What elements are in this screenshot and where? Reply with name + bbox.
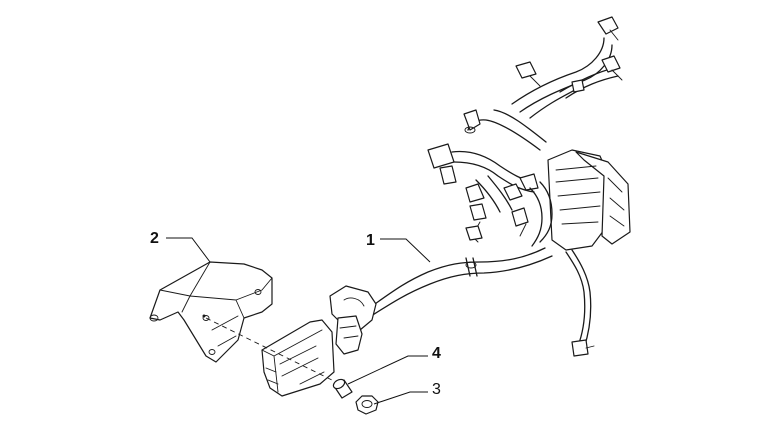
spacer-sleeve[interactable] (332, 378, 353, 399)
callout-label-1: 1 (366, 232, 375, 249)
hex-nut[interactable] (355, 395, 379, 415)
callout-1: 1 (366, 232, 431, 263)
callout-label-2: 2 (150, 230, 159, 247)
wiring-harness[interactable] (329, 16, 631, 357)
engine-control-unit[interactable] (261, 319, 335, 397)
callout-label-4: 4 (432, 345, 441, 362)
callout-4: 4 (347, 345, 441, 385)
callout-2: 2 (150, 230, 211, 263)
ecu-mounting-bracket[interactable] (149, 261, 273, 363)
callout-3: 3 (373, 381, 441, 405)
callout-label-3: 3 (432, 381, 441, 398)
alignment-line (205, 317, 341, 385)
